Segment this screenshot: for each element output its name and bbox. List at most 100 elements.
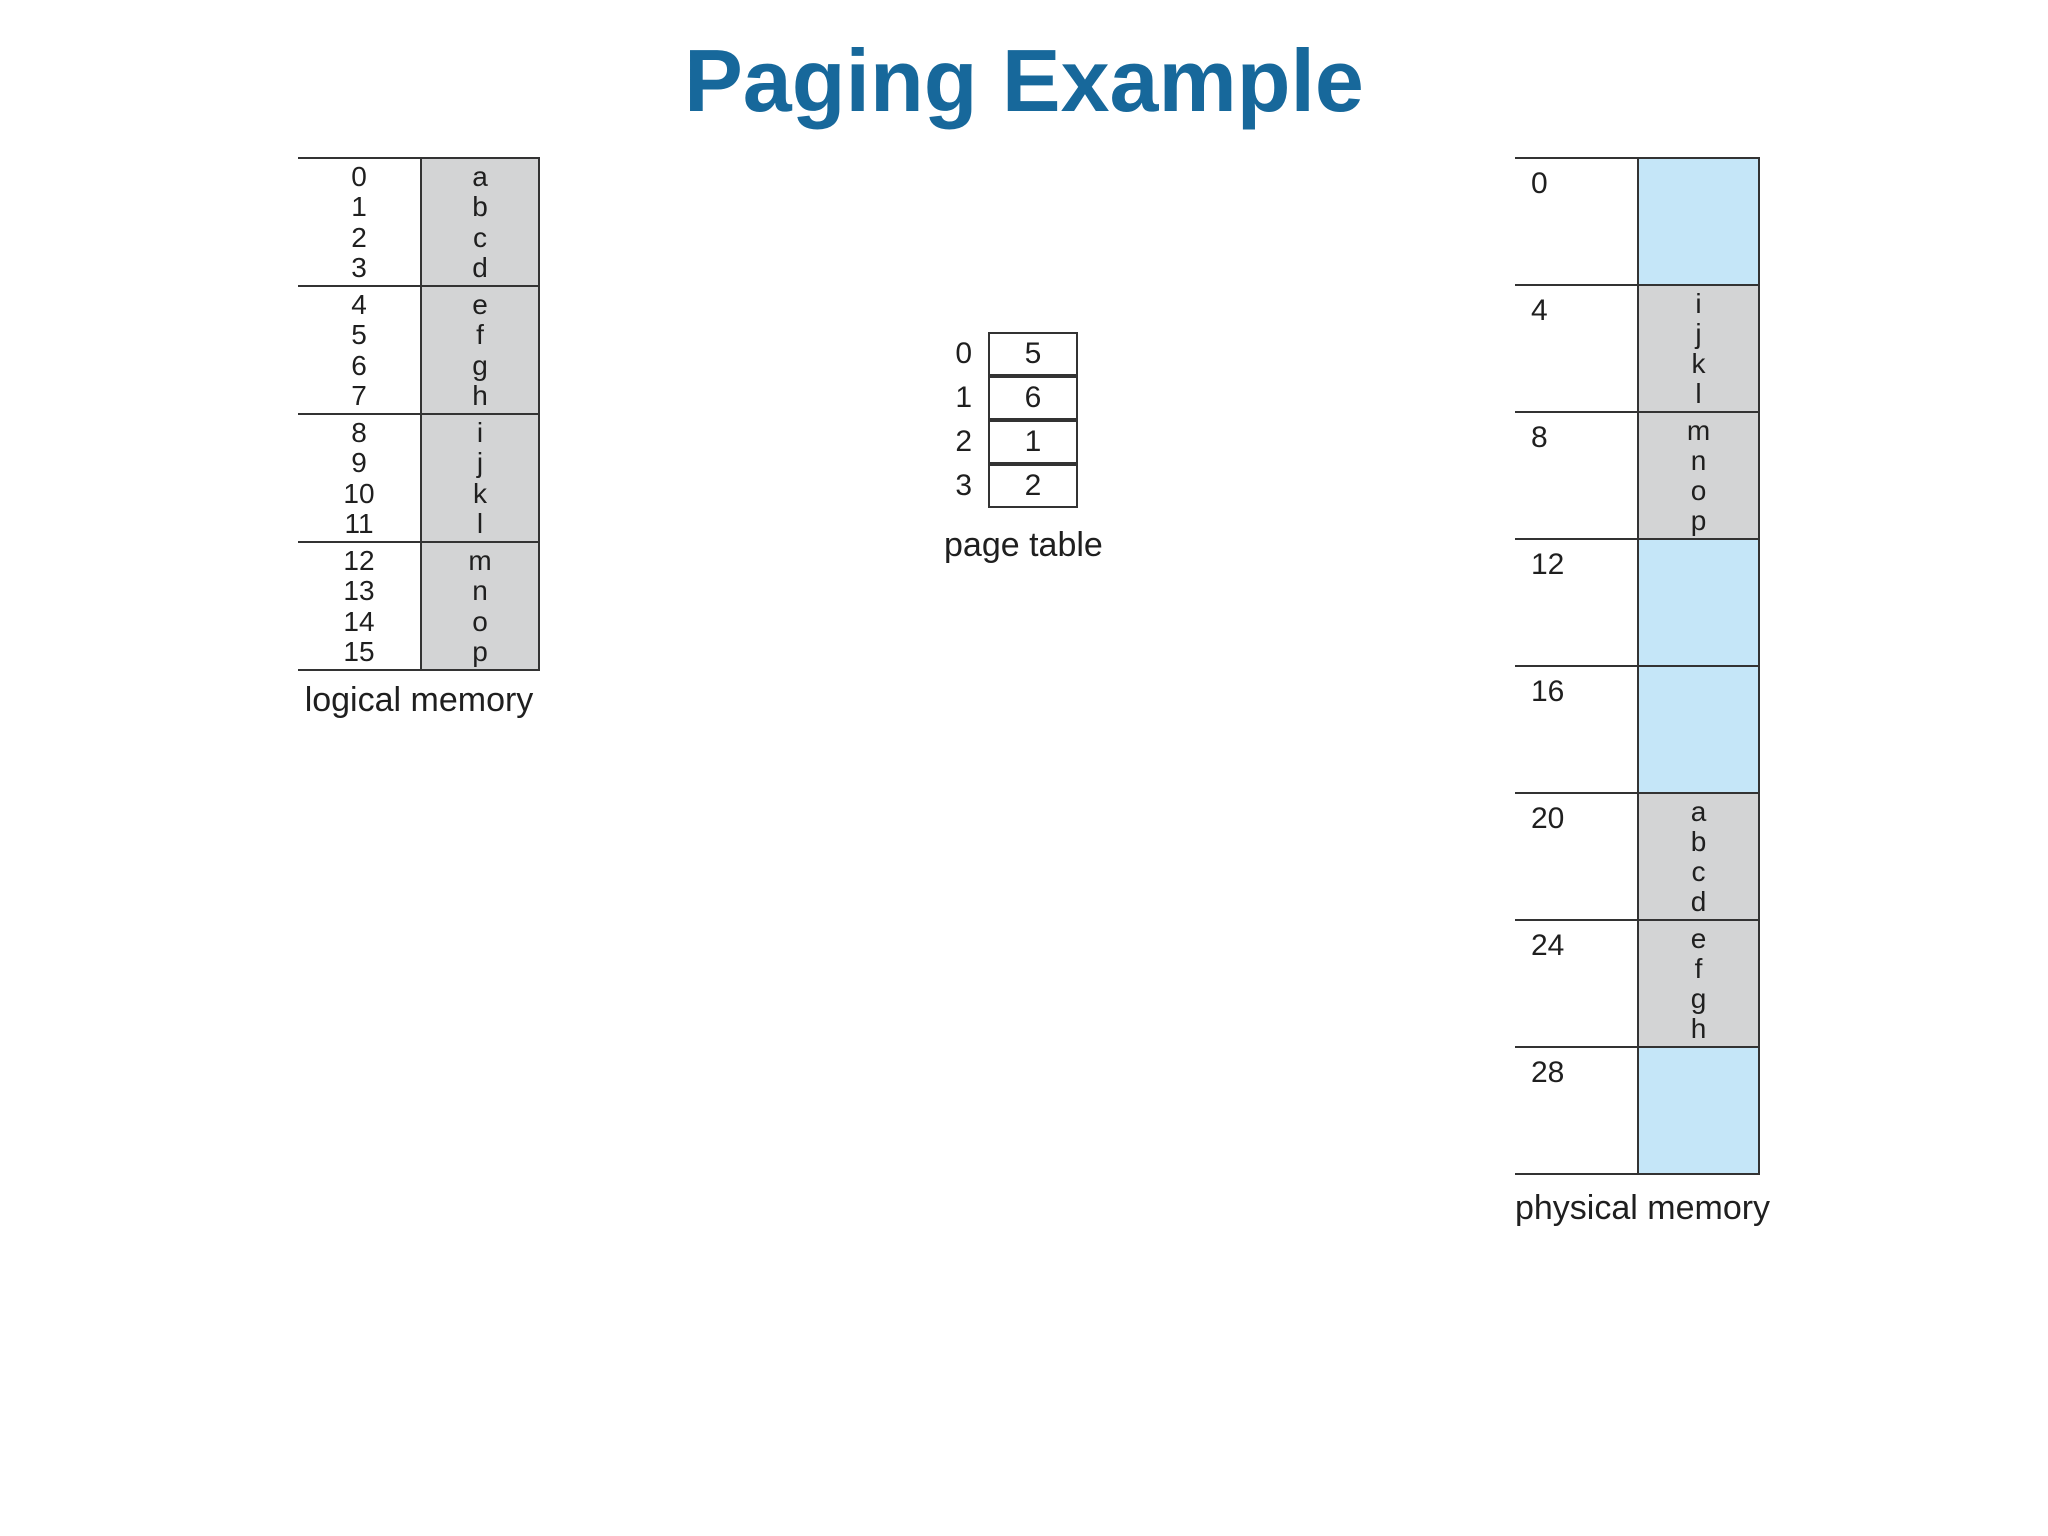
page-table-frame-cell: 5: [988, 332, 1078, 376]
physical-frame-address: 20: [1531, 802, 1565, 835]
physical-frame-letter: c: [1691, 856, 1706, 888]
page-table-index: 3: [955, 469, 972, 502]
logical-content-cell: h: [472, 380, 488, 412]
physical-memory-frame: 0: [1515, 157, 1760, 284]
physical-frame-letter: n: [1690, 444, 1707, 476]
page-table-frame-cell: 1: [988, 420, 1078, 464]
physical-frame-letter: g: [1690, 983, 1707, 1015]
physical-frame-cell: [1637, 1048, 1760, 1173]
logical-address-cell: 11: [344, 508, 374, 540]
physical-frame-letter: e: [1690, 922, 1707, 954]
physical-frame-letter: h: [1690, 1013, 1707, 1045]
physical-frame-letter: l: [1695, 378, 1702, 410]
physical-frame-letter: j: [1695, 317, 1702, 349]
logical-content-cell: f: [476, 319, 484, 351]
logical-address-cell: 3: [351, 252, 367, 284]
logical-address-cell: 14: [343, 605, 375, 637]
logical-address-cell: 6: [351, 349, 367, 381]
logical-content-cell: g: [472, 349, 488, 381]
logical-address-cell: 15: [343, 636, 375, 668]
physical-frame-letter: a: [1690, 795, 1707, 827]
physical-frame-letter: p: [1690, 505, 1707, 537]
page-table-index: 2: [955, 425, 972, 458]
logical-memory-label: logical memory: [304, 681, 534, 719]
logical-content-cell: l: [476, 508, 484, 540]
logical-content-cell: p: [472, 636, 488, 668]
page-table-index: 0: [955, 337, 972, 370]
logical-address-cell: 0: [351, 160, 367, 192]
logical-content-cell: j: [476, 447, 484, 479]
logical-content-cell: a: [472, 160, 488, 192]
logical-address-cell: 7: [351, 380, 367, 412]
logical-content-cell: o: [472, 605, 488, 637]
physical-memory-label: physical memory: [1514, 1189, 1771, 1227]
physical-frame-letter: k: [1691, 348, 1706, 380]
logical-content-cell: c: [473, 221, 487, 253]
physical-frame-address: 24: [1531, 929, 1565, 962]
physical-frame-letter: i: [1695, 287, 1702, 319]
physical-frame-letter: b: [1690, 825, 1707, 857]
physical-frame-cell: [1637, 667, 1760, 792]
physical-frame-address: 28: [1531, 1056, 1565, 1089]
physical-frame-address: 16: [1531, 675, 1565, 708]
physical-memory-frame: 16: [1515, 665, 1760, 792]
logical-content-cell: d: [472, 252, 488, 284]
logical-address-cell: 8: [351, 416, 367, 448]
physical-memory-frame: 28: [1515, 1046, 1760, 1173]
physical-frame-address: 4: [1531, 294, 1548, 327]
logical-content-cell: b: [472, 191, 488, 223]
physical-frame-cell: [1637, 159, 1760, 284]
page-table-index: 1: [955, 381, 972, 414]
page-table-frame-cell: 6: [988, 376, 1078, 420]
logical-address-cell: 10: [343, 477, 375, 509]
logical-content-cell: k: [473, 477, 487, 509]
logical-address-cell: 5: [351, 319, 367, 351]
logical-address-cell: 13: [343, 575, 375, 607]
logical-address-cell: 9: [351, 447, 367, 479]
physical-frame-address: 0: [1531, 167, 1548, 200]
page-title: Paging Example: [684, 31, 1364, 130]
physical-memory-frame: 12: [1515, 538, 1760, 665]
physical-frame-address: 12: [1531, 548, 1565, 581]
physical-frame-letter: f: [1694, 952, 1703, 984]
physical-frame-letter: m: [1686, 414, 1711, 446]
logical-address-cell: 2: [351, 221, 367, 253]
logical-address-cell: 12: [343, 544, 375, 576]
page-table-label: page table: [944, 526, 1103, 564]
physical-frame-letter: d: [1690, 886, 1707, 918]
logical-address-cell: 4: [351, 288, 367, 320]
physical-frame-address: 8: [1531, 421, 1548, 454]
physical-frame-letter: o: [1690, 475, 1707, 507]
page-table-frame-cell: 2: [988, 464, 1078, 508]
logical-content-cell: e: [472, 288, 488, 320]
